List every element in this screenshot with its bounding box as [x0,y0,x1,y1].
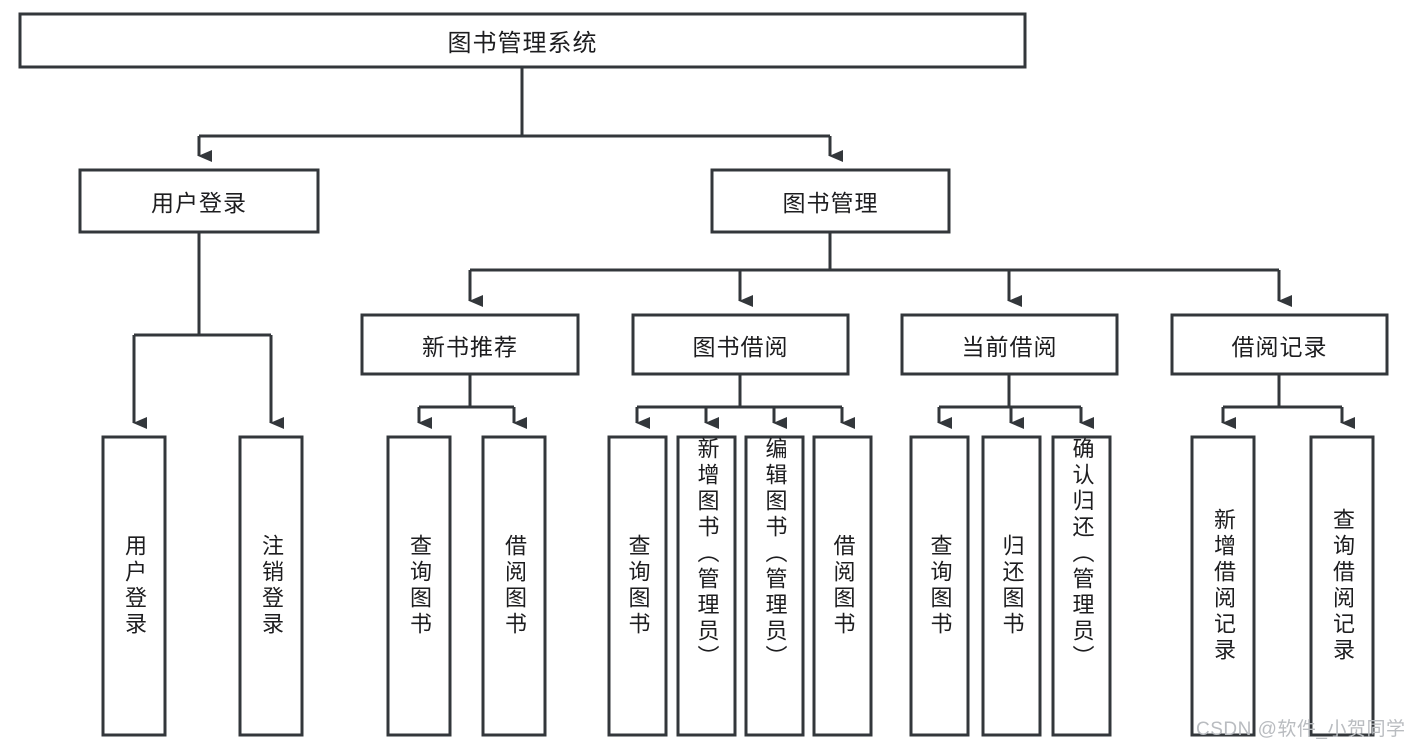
node-box-book-borrow[interactable] [631,313,850,376]
node-box-leaf-query-book-borrow[interactable] [607,435,668,737]
node-box-leaf-borrow-book-rec[interactable] [481,435,547,737]
connector-layer [132,67,1355,429]
node-box-leaf-add-record[interactable] [1190,435,1256,737]
watermark: CSDN @软件_小贺同学 [1196,719,1405,740]
node-box-leaf-query-record[interactable] [1309,435,1375,737]
node-box-leaf-add-book[interactable] [676,435,737,737]
node-box-current-borrow[interactable] [900,313,1119,376]
node-box-leaf-logout[interactable] [238,435,304,737]
node-box-borrow-record[interactable] [1170,313,1389,376]
node-box-root[interactable] [18,12,1027,69]
node-box-leaf-confirm-return[interactable] [1051,435,1112,737]
node-box-layer [18,12,1389,737]
node-box-leaf-return-book[interactable] [981,435,1042,737]
node-box-leaf-borrow-book[interactable] [812,435,873,737]
node-box-leaf-edit-book[interactable] [744,435,805,737]
node-box-leaf-query-book-rec[interactable] [386,435,452,737]
node-box-user-login[interactable] [78,168,320,234]
node-box-leaf-query-book-cur[interactable] [909,435,970,737]
node-box-book-manage[interactable] [710,168,951,234]
node-box-leaf-user-login[interactable] [101,435,167,737]
node-box-new-book-rec[interactable] [360,313,580,376]
